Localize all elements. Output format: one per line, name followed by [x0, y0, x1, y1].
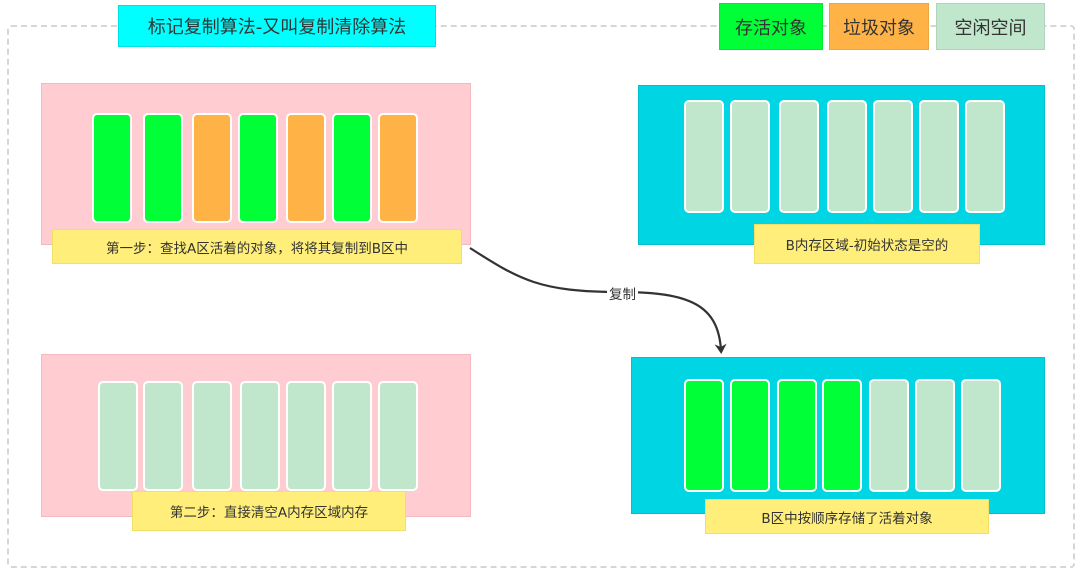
memory-cell	[240, 381, 280, 491]
memory-cell	[730, 100, 770, 213]
memory-cell	[98, 381, 138, 491]
memory-cell	[684, 100, 724, 213]
step2-note: 第二步：直接清空A内存区域内存	[132, 491, 406, 531]
memory-cell	[332, 113, 372, 223]
memory-cell	[827, 100, 867, 213]
memory-cell	[143, 113, 183, 223]
memory-cell	[869, 379, 909, 492]
step1-note: 第一步：查找A区活着的对象，将将其复制到B区中	[52, 229, 462, 264]
memory-cell	[286, 381, 326, 491]
diagram-title: 标记复制算法-又叫复制清除算法	[118, 5, 436, 47]
memory-cell	[286, 113, 326, 223]
memory-cell	[143, 381, 183, 491]
diagram-frame	[7, 25, 1075, 568]
memory-cell	[238, 113, 278, 223]
memory-cell	[919, 100, 959, 213]
memory-cell	[192, 381, 232, 491]
area-b-result	[631, 357, 1045, 514]
area-b-initial	[638, 85, 1045, 245]
memory-cell	[378, 113, 418, 223]
b-initial-note: B内存区域-初始状态是空的	[754, 224, 980, 264]
memory-cell	[873, 100, 913, 213]
memory-cell	[779, 100, 819, 213]
legend-free: 空闲空间	[936, 3, 1045, 50]
memory-cell	[822, 379, 862, 492]
memory-cell	[92, 113, 132, 223]
memory-cell	[192, 113, 232, 223]
b-result-note: B区中按顺序存储了活着对象	[705, 499, 989, 534]
memory-cell	[332, 381, 372, 491]
memory-cell	[961, 379, 1001, 492]
legend-garbage: 垃圾对象	[829, 3, 929, 50]
memory-cell	[684, 379, 724, 492]
area-a-step1	[41, 83, 471, 245]
memory-cell	[915, 379, 955, 492]
copy-arrow-label: 复制	[607, 283, 638, 303]
memory-cell	[378, 381, 418, 491]
memory-cell	[965, 100, 1005, 213]
legend-alive: 存活对象	[719, 3, 823, 50]
memory-cell	[777, 379, 817, 492]
memory-cell	[730, 379, 770, 492]
